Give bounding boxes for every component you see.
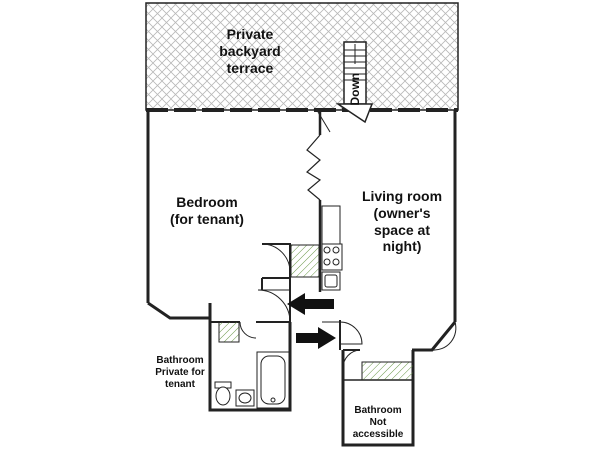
terrace-label-line2: backyard xyxy=(219,42,281,59)
shaft-hall xyxy=(290,244,320,278)
bath-na-label-line3: accessible xyxy=(352,429,404,440)
bedroom-label-line1: Bedroom xyxy=(176,194,238,210)
entry-arrows xyxy=(287,293,336,349)
bath-private-label-line1: Bathroom xyxy=(156,355,204,366)
stairs-label: Down xyxy=(347,72,362,106)
arrow-right xyxy=(296,327,336,349)
living-room-label: Living room (owner's space at night) xyxy=(352,188,452,255)
arrow-left xyxy=(287,293,334,315)
shaft-bath-na xyxy=(361,361,414,381)
kitchen-counter xyxy=(321,205,341,245)
bedroom-label-line2: (for tenant) xyxy=(170,210,244,227)
walls xyxy=(146,110,457,447)
bedroom-label: Bedroom (for tenant) xyxy=(152,194,262,228)
terrace-area xyxy=(145,2,459,111)
terrace xyxy=(145,2,459,112)
bath-na-label: Bathroom Not accessible xyxy=(345,405,411,441)
shaft-bath-private xyxy=(218,321,240,343)
terrace-label-line1: Private xyxy=(226,26,274,42)
living-room-label-line1: Living room xyxy=(361,188,443,204)
kitchen xyxy=(321,205,343,291)
living-room-label-line2: (owner's xyxy=(373,204,431,221)
terrace-label: Private backyard terrace xyxy=(198,26,302,76)
bath-private-label: Bathroom Private for tenant xyxy=(150,355,210,391)
living-room-label-line3: space at xyxy=(373,221,431,238)
terrace-label-line3: terrace xyxy=(226,59,274,76)
bath-private-label-line3: tenant xyxy=(165,379,195,390)
toilet xyxy=(215,386,231,406)
bath-na-label-line2: Not xyxy=(369,417,387,428)
bath-private-fixtures xyxy=(214,351,290,409)
stairs xyxy=(335,41,374,124)
living-room-label-line4: night) xyxy=(382,238,422,255)
bath-na-label-line1: Bathroom xyxy=(354,405,402,416)
bath-private-label-line2: Private for xyxy=(155,367,205,378)
door-swings xyxy=(239,111,457,369)
stairs-landing xyxy=(335,103,374,124)
